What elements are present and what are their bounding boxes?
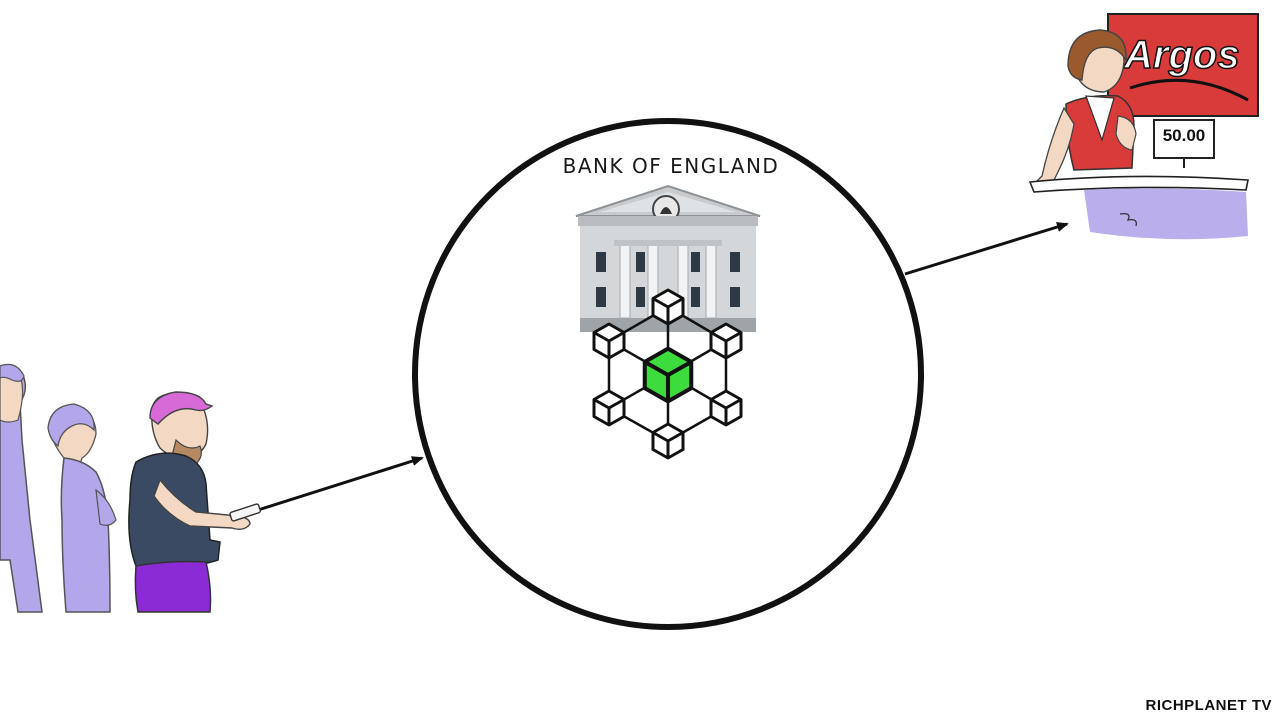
block-node-lower-right — [709, 389, 743, 427]
shorts — [134, 560, 212, 613]
block-node-bottom — [651, 422, 685, 460]
block-node-lower-left — [592, 389, 626, 427]
cap — [149, 391, 214, 425]
bank-circle — [412, 118, 924, 630]
phone-icon — [229, 503, 261, 522]
argos-shop-scene: Argos 50.00 — [1028, 13, 1259, 240]
queue-people — [0, 363, 261, 613]
block-node-upper-right — [709, 322, 743, 360]
person-middle — [47, 403, 117, 613]
block-node-center — [642, 346, 694, 404]
blockchain-network-icon — [592, 288, 743, 460]
arrow-to-bank — [257, 456, 424, 512]
block-node-upper-left — [592, 322, 626, 360]
argos-sign-text: Argos — [1123, 33, 1240, 77]
watermark: RICHPLANET TV — [1145, 697, 1272, 714]
block-node-top — [651, 288, 685, 326]
price-tag-text: 50.00 — [1163, 126, 1206, 145]
person-far-left — [0, 363, 43, 613]
arrow-to-shop — [904, 222, 1069, 276]
person-with-phone — [128, 391, 261, 613]
argos-sign — [1107, 13, 1259, 117]
bank-title: BANK OF ENGLAND — [563, 154, 780, 178]
